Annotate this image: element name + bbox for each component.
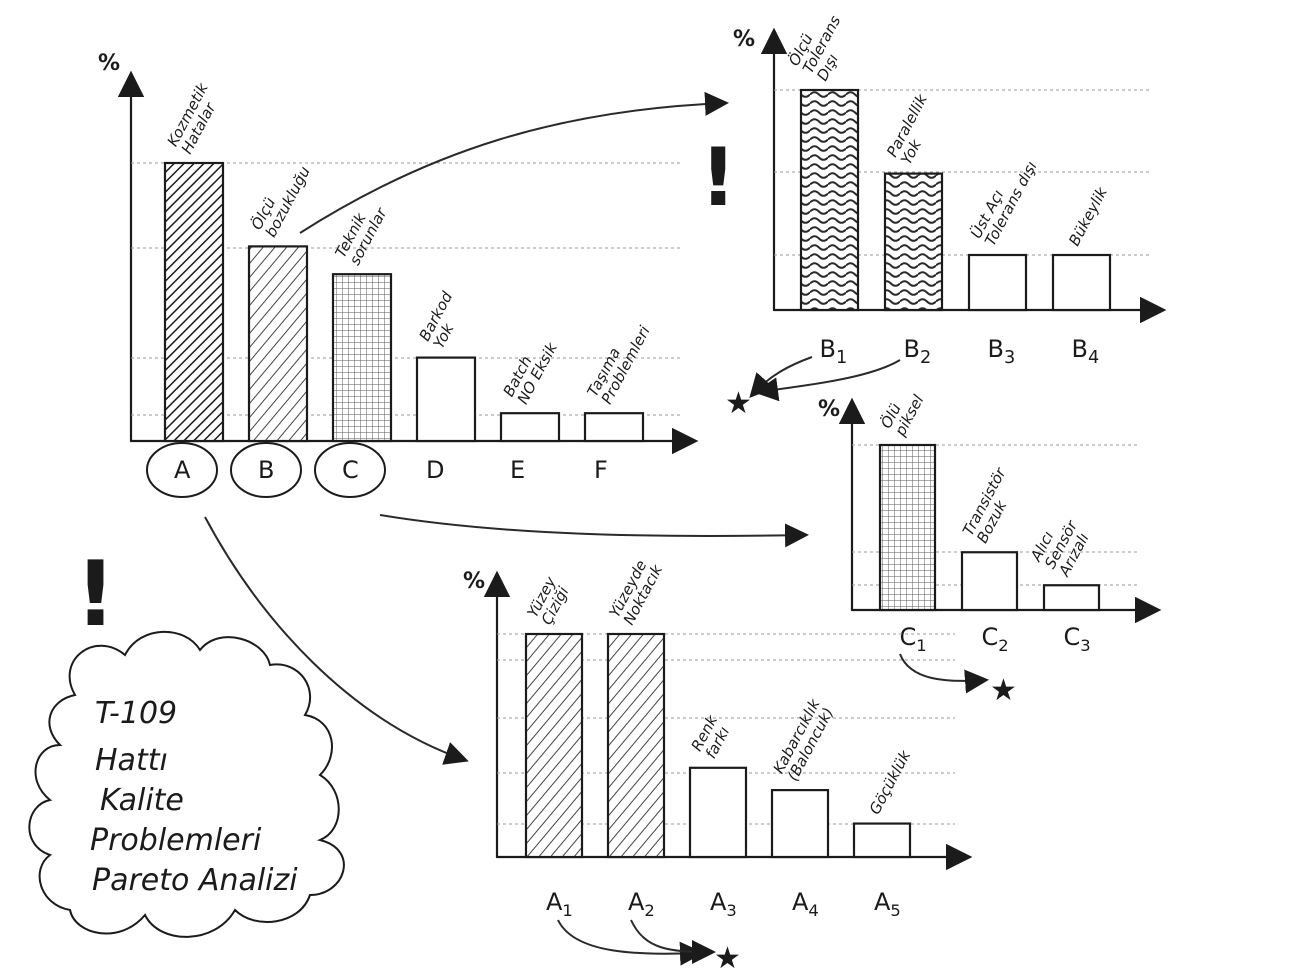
bar-label-B2: ParalellikYok — [883, 90, 946, 167]
arrow-B-to-detail — [299, 91, 729, 234]
bar-label-A: KozmetikHatalar — [164, 79, 227, 157]
bar-label-D: BarkodYok — [416, 288, 471, 351]
bar-label-A4: Kabarcıklık(Baloncuk) — [770, 695, 839, 784]
arrow-A2-priority — [630, 919, 716, 964]
bar-label-C2: TransistörBozuk — [959, 464, 1024, 546]
cloud-title-line-4: Problemleri — [90, 823, 262, 858]
star-icon: ★ — [714, 941, 741, 973]
category-label-E: E — [510, 456, 525, 484]
category-label-D: D — [426, 456, 444, 484]
category-label-B4: B4 — [1072, 335, 1100, 368]
category-label-C2: C2 — [982, 623, 1009, 655]
category-circle-C — [314, 442, 386, 498]
bar-B2 — [883, 172, 944, 312]
bar-B1 — [799, 88, 860, 312]
bar-B — [247, 245, 309, 443]
category-label-B3: B3 — [988, 335, 1016, 368]
category-label-A4: A4 — [792, 888, 819, 920]
category-label-A2: A2 — [628, 888, 655, 920]
exclamation-icon: ! — [700, 131, 736, 224]
cloud-title-line-1: T-109 — [95, 696, 177, 731]
bar-D — [415, 356, 477, 443]
arrow-A1-priority — [557, 919, 704, 966]
bar-label-B1: ÖlçüToleransDışı — [784, 5, 858, 84]
category-label-C3: C3 — [1064, 623, 1091, 655]
bar-label-F: TaşımaProblemleri — [584, 315, 655, 407]
bar-A4 — [770, 788, 830, 859]
star-icon: ★ — [725, 386, 752, 421]
bar-label-A5: Göçüklük — [866, 746, 915, 817]
arrow-B2-priority — [754, 359, 901, 402]
bar-label-B3: Üst AçıTolerans dışı — [966, 150, 1041, 249]
bar-A — [163, 161, 225, 443]
bar-B3 — [967, 253, 1028, 312]
bar-label-B: Ölçübozukluğu — [247, 155, 314, 240]
bar-label-B4: Bükeylik — [1065, 183, 1111, 249]
category-circle-A — [146, 442, 218, 498]
cloud-title-line-5: Pareto Analizi — [92, 863, 298, 898]
category-circle-B — [230, 442, 302, 498]
bar-label-C1: Ölüpiksel — [876, 383, 928, 440]
category-label-C: C — [342, 456, 359, 484]
bar-A2 — [606, 632, 666, 859]
arrow-A-to-detail — [204, 516, 469, 765]
category-label-B1: B1 — [820, 335, 848, 368]
bar-A5 — [852, 822, 912, 859]
category-label-A1: A1 — [546, 888, 573, 920]
bar-B4 — [1051, 253, 1112, 312]
bar-A1 — [524, 632, 584, 859]
bar-C — [331, 273, 393, 443]
category-label-F: F — [594, 456, 608, 484]
C-y-unit-label: % — [818, 397, 840, 422]
arrow-C1-priority — [899, 653, 989, 694]
bar-label-E: BatchNO Eksik — [500, 331, 562, 407]
bar-label-A2: YüzeydeNoktacık — [606, 553, 667, 628]
exclamation-icon: ! — [75, 542, 116, 647]
category-label-B2: B2 — [904, 335, 932, 368]
title-cloud — [28, 630, 345, 938]
bar-E — [499, 412, 561, 443]
bar-label-A3: Renkfarkı — [688, 711, 736, 762]
chart-main: KozmetikHatalarAÖlçübozukluğuBTekniksoru… — [131, 79, 680, 498]
A-y-unit-label: % — [463, 569, 485, 594]
B-y-unit-label: % — [733, 27, 755, 52]
main-y-unit-label: % — [98, 51, 120, 76]
category-label-A: A — [174, 456, 191, 484]
bar-C3 — [1042, 584, 1101, 612]
cloud-title-line-2: Hattı — [95, 743, 168, 778]
category-label-A5: A5 — [874, 888, 901, 920]
category-label-C1: C1 — [900, 623, 927, 655]
cloud-title-line-3: Kalite — [100, 783, 184, 818]
bar-C1 — [878, 443, 937, 612]
arrow-C-to-detail — [379, 514, 809, 548]
bar-A3 — [688, 766, 748, 859]
bar-F — [583, 412, 645, 443]
star-icon: ★ — [990, 673, 1017, 708]
bar-label-A1: YüzeyÇiziği — [524, 573, 575, 628]
category-label-B: B — [258, 456, 274, 484]
bar-label-C3: AlıcıSensörArızalı — [1026, 510, 1095, 580]
category-label-A3: A3 — [710, 888, 737, 920]
bar-C2 — [960, 551, 1019, 612]
